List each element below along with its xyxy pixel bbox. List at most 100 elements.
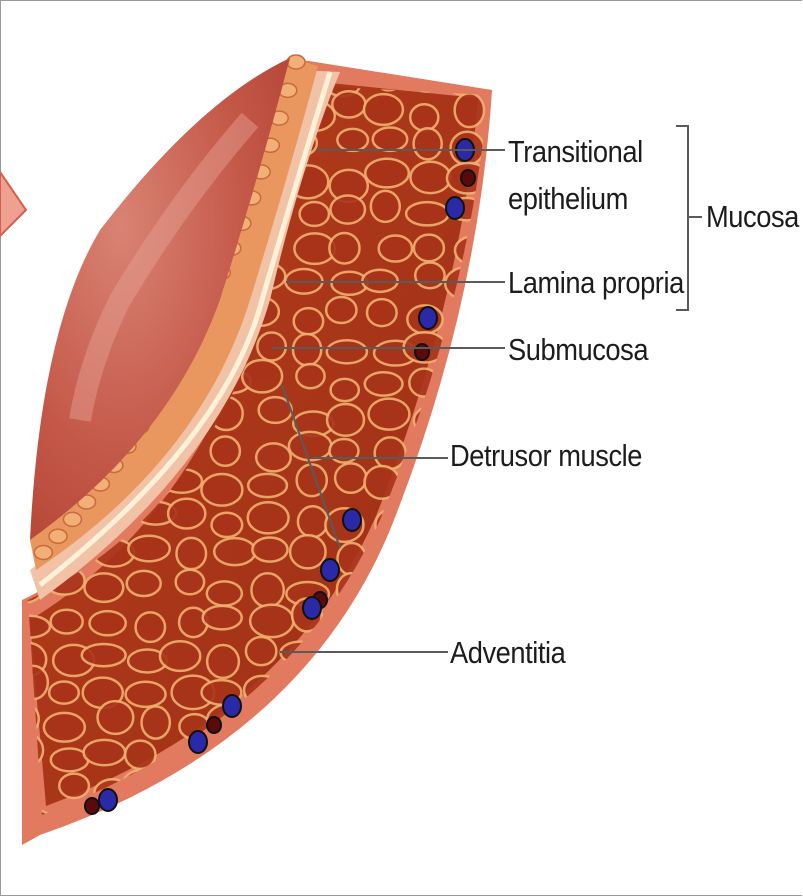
muscle-fiber-bundle — [250, 605, 293, 638]
muscle-fiber-bundle — [41, 137, 83, 162]
muscle-fiber-bundle — [414, 128, 442, 159]
muscle-fiber-bundle — [328, 666, 365, 698]
muscle-fiber-bundle — [335, 463, 366, 492]
muscle-fiber-bundle — [365, 159, 409, 188]
blood-vessel — [419, 307, 437, 329]
label-detrusor-muscle: Detrusor muscle — [450, 437, 642, 475]
muscle-fiber-bundle — [257, 332, 285, 360]
muscle-fiber-bundle — [296, 817, 326, 843]
muscle-fiber-bundle — [82, 644, 126, 666]
muscle-fiber-bundle — [214, 538, 255, 565]
muscle-fiber-bundle — [128, 536, 169, 562]
muscle-fiber-bundle — [49, 681, 79, 703]
muscle-fiber-bundle — [15, 268, 44, 292]
muscle-fiber-bundle — [329, 233, 359, 264]
muscle-fiber-bundle — [201, 474, 242, 506]
muscle-fiber-bundle — [173, 771, 209, 797]
blood-vessel — [415, 344, 429, 360]
muscle-fiber-bundle — [251, 573, 283, 607]
muscle-fiber-bundle — [212, 513, 243, 537]
muscle-fiber-bundle — [365, 372, 403, 395]
muscle-fiber-bundle — [380, 679, 409, 707]
muscle-fiber-bundle — [176, 538, 206, 569]
muscle-fiber-bundle — [415, 534, 451, 560]
muscle-fiber-bundle — [44, 713, 85, 742]
muscle-fiber-bundle — [419, 607, 449, 638]
muscle-fiber-bundle — [372, 604, 404, 631]
label-submucosa: Submucosa — [508, 331, 648, 369]
muscle-fiber-bundle — [402, 504, 439, 530]
muscle-fiber-bundle — [89, 162, 117, 191]
muscle-fiber-bundle — [335, 636, 374, 660]
muscle-fiber-bundle — [51, 610, 83, 634]
muscle-fiber-bundle — [4, 373, 41, 402]
muscle-fiber-bundle — [322, 709, 363, 734]
muscle-fiber-bundle — [457, 302, 491, 333]
muscle-fiber-bundle — [408, 679, 438, 702]
muscle-fiber-bundle — [441, 369, 480, 399]
muscle-fiber-bundle — [372, 779, 414, 804]
muscle-fiber-bundle — [2, 291, 43, 325]
muscle-fiber-bundle — [333, 771, 373, 798]
muscle-fiber-bundle — [285, 748, 322, 779]
muscle-fiber-bundle — [371, 191, 400, 222]
epithelium-fold — [63, 512, 81, 526]
muscle-fiber-bundle — [52, 61, 81, 94]
muscle-fiber-bundle — [415, 263, 444, 289]
muscle-fiber-bundle — [320, 813, 362, 840]
label-adventitia: Adventitia — [450, 634, 565, 672]
blood-vessel — [461, 170, 475, 186]
epithelium-fold — [287, 55, 305, 69]
muscle-fiber-bundle — [15, 168, 47, 194]
muscle-fiber-bundle — [210, 770, 249, 803]
muscle-fiber-bundle — [457, 508, 490, 532]
muscle-fiber-bundle — [160, 641, 200, 671]
muscle-fiber-bundle — [248, 502, 289, 533]
arrow-fragment — [0, 172, 26, 236]
muscle-fiber-bundle — [289, 432, 332, 460]
label-lamina-propria: Lamina propria — [508, 264, 684, 302]
muscle-fiber-bundle — [52, 232, 86, 257]
blood-vessel — [99, 789, 117, 811]
muscle-fiber-bundle — [410, 104, 438, 130]
muscle-fiber-bundle — [294, 308, 323, 334]
label-transitional-line2: epithelium — [508, 180, 628, 218]
blood-vessel — [85, 798, 99, 814]
muscle-fiber-bundle — [327, 404, 364, 436]
muscle-fiber-bundle — [142, 706, 170, 738]
muscle-fiber-bundle — [409, 472, 449, 498]
muscle-fiber-bundle — [369, 739, 413, 767]
muscle-fiber-bundle — [364, 94, 403, 125]
muscle-fiber-bundle — [296, 364, 324, 388]
muscle-fiber-bundle — [245, 748, 281, 776]
muscle-fiber-bundle — [211, 437, 240, 466]
muscle-fiber-bundle — [413, 805, 445, 834]
muscle-fiber-bundle — [84, 740, 126, 765]
muscle-fiber-bundle — [330, 749, 373, 774]
muscle-fiber-bundle — [51, 196, 90, 220]
muscle-fiber-bundle — [326, 297, 356, 323]
muscle-fiber-bundle — [373, 128, 407, 151]
muscle-fiber-bundle — [445, 780, 479, 810]
muscle-fiber-bundle — [59, 774, 89, 798]
muscle-fiber-bundle — [168, 499, 205, 529]
muscle-fiber-bundle — [172, 58, 209, 86]
muscle-fiber-bundle — [414, 235, 444, 262]
muscle-fiber-bundle — [98, 701, 134, 734]
muscle-fiber-bundle — [133, 59, 169, 84]
muscle-fiber-bundle — [455, 93, 484, 127]
muscle-fiber-bundle — [449, 598, 481, 630]
blood-vessel — [343, 509, 361, 531]
muscle-fiber-bundle — [369, 399, 410, 430]
muscle-fiber-bundle — [447, 705, 489, 730]
blood-vessel — [321, 559, 339, 581]
muscle-fiber-bundle — [138, 95, 173, 123]
muscle-fiber-bundle — [332, 91, 365, 117]
muscle-fiber-bundle — [290, 535, 326, 568]
muscle-fiber-bundle — [81, 125, 120, 155]
muscle-fiber-bundle — [331, 195, 365, 223]
muscle-fiber-bundle — [370, 577, 413, 603]
muscle-fiber-bundle — [203, 606, 242, 629]
muscle-fiber-bundle — [13, 65, 43, 90]
